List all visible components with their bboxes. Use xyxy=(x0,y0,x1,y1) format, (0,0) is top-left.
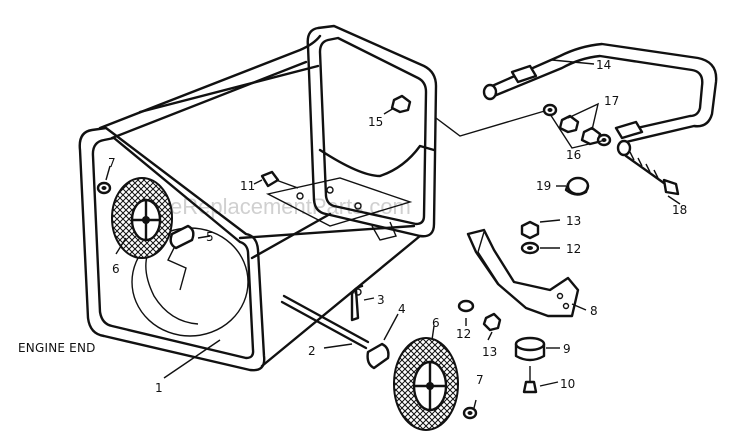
callout-17: 17 xyxy=(604,94,619,108)
bolt-11 xyxy=(260,170,299,189)
callout-7b: 7 xyxy=(476,373,484,387)
pin-3 xyxy=(350,284,364,322)
spacer-5 xyxy=(169,224,195,250)
callout-6a: 6 xyxy=(112,262,120,276)
callout-9: 9 xyxy=(563,342,571,356)
callout-1: 1 xyxy=(155,381,163,395)
callout-6b: 6 xyxy=(432,316,440,330)
callout-18: 18 xyxy=(672,203,687,217)
wheel-right xyxy=(393,337,459,431)
callout-3: 3 xyxy=(377,293,385,307)
callout-11: 11 xyxy=(240,179,255,193)
washer-right xyxy=(462,406,478,420)
base-plate xyxy=(265,177,413,241)
leader-lines xyxy=(105,59,681,409)
nut-15 xyxy=(390,94,412,114)
callout-12a: 12 xyxy=(456,327,471,341)
callout-10: 10 xyxy=(560,377,575,391)
callout-2: 2 xyxy=(308,344,316,358)
knob xyxy=(564,176,590,196)
rubber-foot xyxy=(514,336,546,362)
callout-4: 4 xyxy=(398,302,406,316)
callout-14: 14 xyxy=(596,58,611,72)
handle-hardware xyxy=(542,103,612,147)
callout-15: 15 xyxy=(368,115,383,129)
bolt-18 xyxy=(624,151,680,196)
washer-left xyxy=(96,181,112,195)
nut-washer-upper xyxy=(520,220,540,255)
axle xyxy=(280,294,370,350)
frame xyxy=(78,24,549,372)
callout-19: 19 xyxy=(536,179,551,193)
callout-8: 8 xyxy=(590,304,598,318)
callout-13b: 13 xyxy=(566,214,581,228)
callout-7a: 7 xyxy=(108,156,116,170)
nut-washer-lower xyxy=(457,299,502,332)
wheel-left xyxy=(111,177,173,259)
callout-12b: 12 xyxy=(566,242,581,256)
callout-5: 5 xyxy=(206,230,214,244)
handle xyxy=(482,42,718,157)
callout-13a: 13 xyxy=(482,345,497,359)
spacer-4 xyxy=(366,342,390,370)
callouts: 1 2 3 4 5 6 6 7 7 8 9 10 11 12 12 13 13 … xyxy=(108,58,687,395)
foot-bracket xyxy=(466,228,580,318)
bolt-10 xyxy=(522,366,538,394)
engine-end-label: ENGINE END xyxy=(18,341,96,355)
callout-16: 16 xyxy=(566,148,581,162)
